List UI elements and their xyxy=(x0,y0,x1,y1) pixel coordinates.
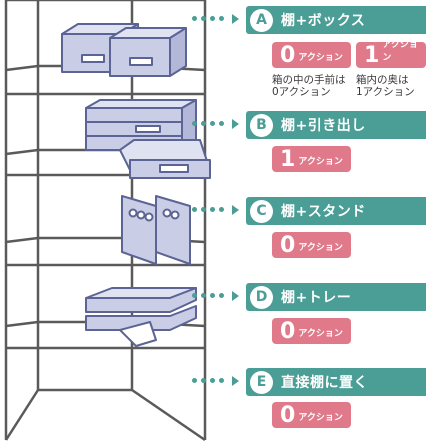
banner-title: 棚+スタンド xyxy=(281,204,366,220)
label-banner-a: A 棚+ボックス xyxy=(246,6,426,34)
connector-dots xyxy=(192,291,239,301)
arrow-icon xyxy=(232,291,239,301)
banner-title: 棚+ボックス xyxy=(281,13,366,29)
banner-title: 棚+トレー xyxy=(281,290,352,306)
banner-title: 棚+引き出し xyxy=(281,118,366,134)
label-banner-d: D 棚+トレー xyxy=(246,283,426,311)
label-banner-b: B 棚+引き出し xyxy=(246,111,426,139)
connector-dots xyxy=(192,376,239,386)
label-banner-e: E 直接棚に置く xyxy=(246,368,426,396)
drawers-illustration xyxy=(85,99,211,179)
shelf-board-3 xyxy=(5,236,206,267)
connector-dots xyxy=(192,119,239,129)
letter-badge: D xyxy=(250,285,273,309)
shelf-bottom xyxy=(4,388,206,442)
arrow-icon xyxy=(232,376,239,386)
arrow-icon xyxy=(232,119,239,129)
letter-badge: A xyxy=(250,8,273,32)
connector-dots xyxy=(192,205,239,215)
label-banner-c: C 棚+スタンド xyxy=(246,197,426,225)
letter-badge: B xyxy=(250,113,273,137)
stand-illustration xyxy=(121,195,191,265)
boxes-illustration xyxy=(61,23,187,77)
arrow-icon xyxy=(232,205,239,215)
letter-badge: E xyxy=(250,370,273,394)
trays-illustration xyxy=(85,287,197,347)
arrow-icon xyxy=(232,14,239,24)
banner-title: 直接棚に置く xyxy=(281,375,368,391)
letter-badge: C xyxy=(250,199,273,223)
connector-dots xyxy=(192,14,239,24)
